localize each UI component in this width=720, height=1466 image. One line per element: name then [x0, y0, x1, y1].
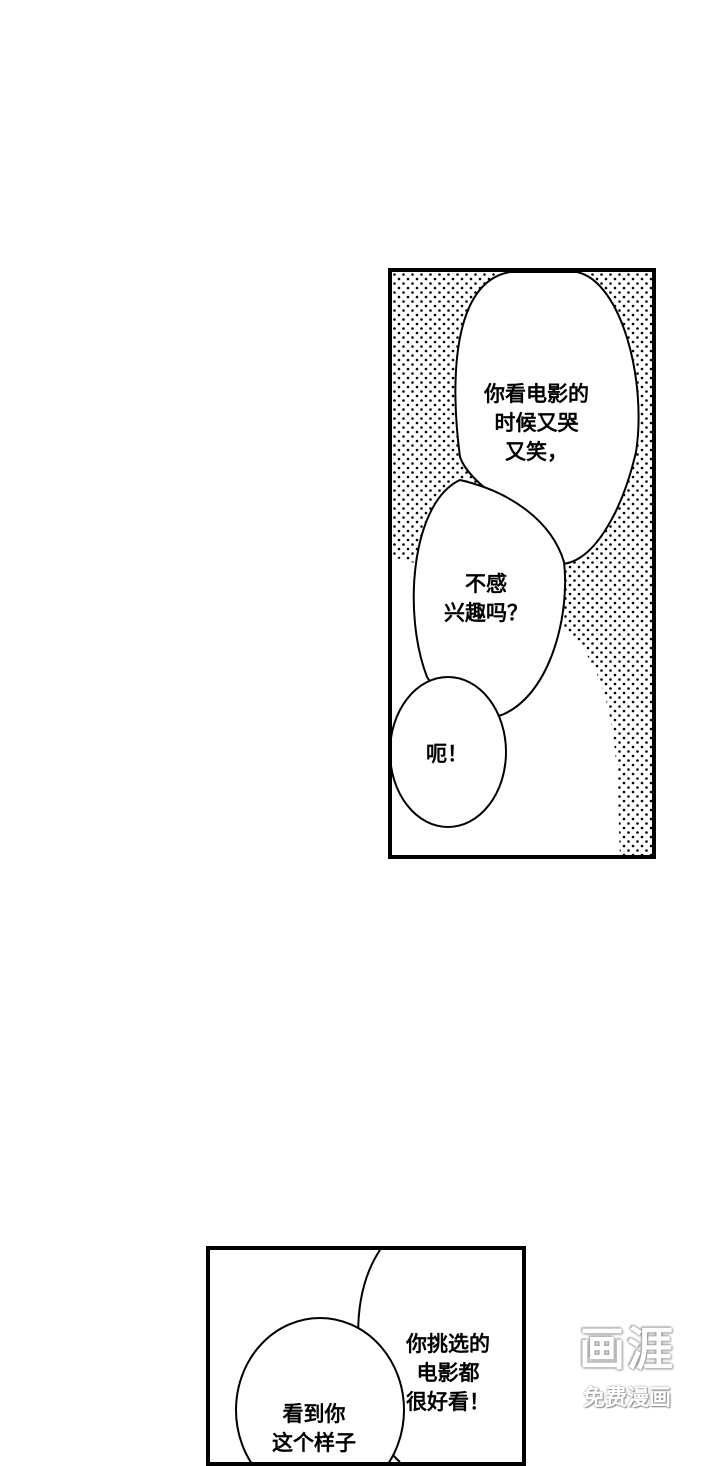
comic-panel-1: 你看电影的 时候又哭 又笑， 不感 兴趣吗？ 呃！: [388, 268, 656, 859]
comic-panel-2: 你挑选的 电影都 很好看！ 看到你 这个样子: [206, 1246, 526, 1466]
dialogue-left: 看到你 这个样子: [272, 1402, 356, 1455]
speech-bubble-middle: [412, 478, 567, 718]
watermark: 画涯 免费漫画: [564, 1318, 690, 1422]
dialogue-middle: 不感 兴趣吗？: [444, 572, 528, 625]
panel-1-art: [392, 272, 652, 855]
watermark-subtitle: 免费漫画: [582, 1386, 671, 1411]
speech-bubble-left: [235, 1317, 405, 1462]
dialogue-top: 你看电影的 时候又哭 又笑，: [484, 382, 589, 464]
speech-bubble-bottom: [392, 676, 507, 828]
dialogue-right: 你挑选的 电影都 很好看！: [406, 1332, 490, 1414]
watermark-logo: 画涯: [579, 1322, 675, 1376]
dialogue-bottom: 呃！: [426, 742, 468, 766]
